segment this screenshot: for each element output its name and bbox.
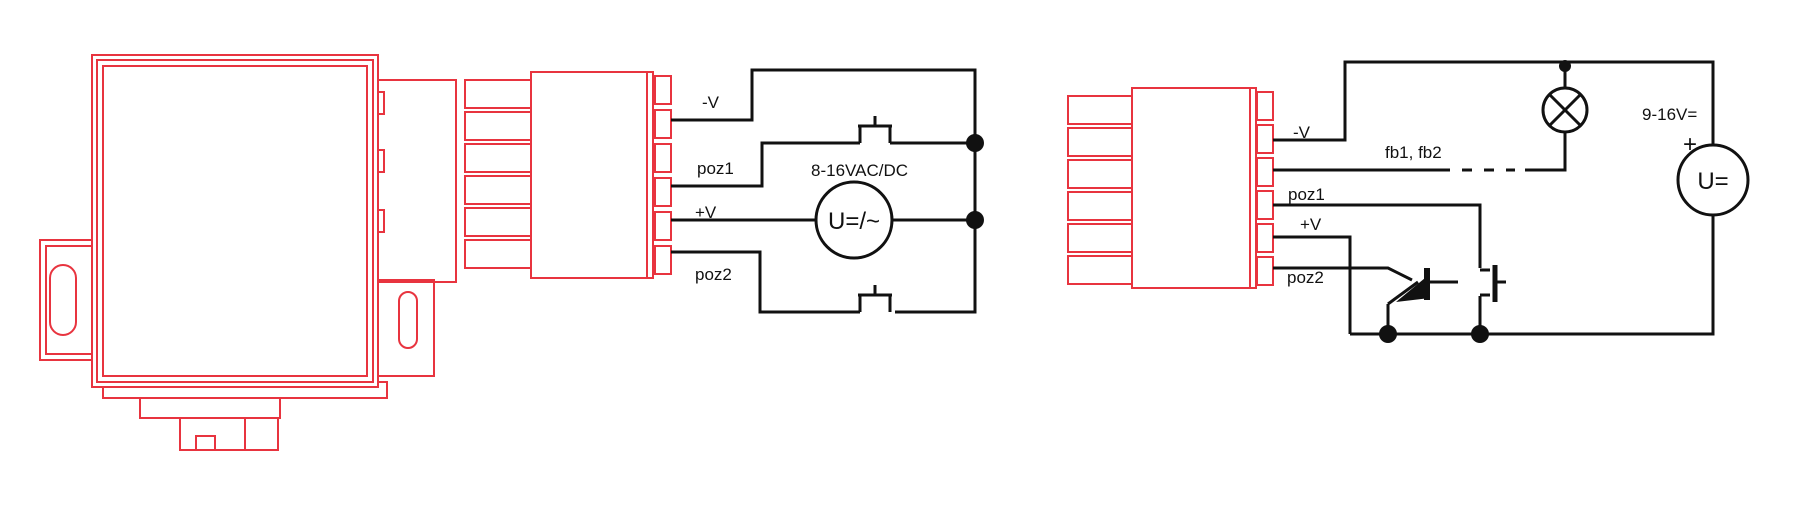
control-unit-housing — [39, 54, 457, 451]
label-poz1-right: poz1 — [1288, 185, 1325, 204]
push-button-bottom — [858, 285, 892, 312]
label-minus-v-left: -V — [702, 93, 720, 112]
junction-dot — [966, 134, 984, 152]
label-poz1-left: poz1 — [697, 159, 734, 178]
label-plus-v-right: +V — [1300, 215, 1322, 234]
source-symbol-left: U=/~ — [828, 208, 880, 235]
right-plug — [1131, 87, 1274, 289]
source-symbol-right: U= — [1697, 168, 1728, 195]
label-poz2-right: poz2 — [1287, 268, 1324, 287]
junction-dot — [1379, 325, 1397, 343]
switch-right — [1480, 265, 1506, 302]
junction-dot — [1471, 325, 1489, 343]
plus-sign-right: + — [1683, 131, 1697, 158]
transistor-symbol — [1387, 268, 1458, 306]
label-poz2-left: poz2 — [695, 265, 732, 284]
ac-dc-source: U=/~ — [814, 180, 894, 260]
supply-label-left: 8-16VAC/DC — [811, 161, 908, 180]
lamp-terminal-dot — [1559, 60, 1571, 72]
supply-label-right: 9-16V= — [1642, 105, 1697, 124]
right-wiring — [1273, 60, 1715, 336]
left-plug — [530, 71, 672, 279]
lamp-icon — [1541, 86, 1589, 134]
right-plug-wires — [1067, 95, 1135, 285]
push-button-top — [858, 116, 892, 143]
label-plus-v-left: +V — [695, 203, 717, 222]
left-wiring — [671, 68, 977, 314]
label-fb-right: fb1, fb2 — [1385, 143, 1442, 162]
left-plug-wires — [464, 79, 534, 269]
label-minus-v-right: -V — [1293, 123, 1311, 142]
junction-dot — [966, 211, 984, 229]
dc-source: U= — [1676, 143, 1750, 217]
